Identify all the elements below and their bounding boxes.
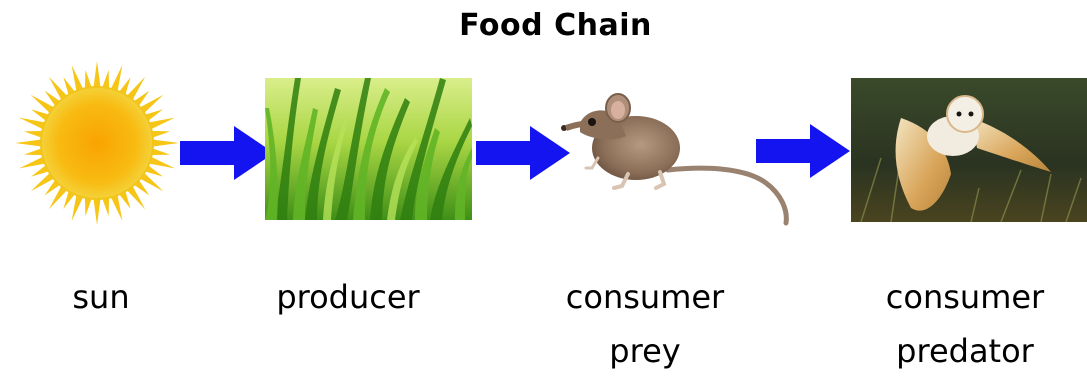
producer-label: producer bbox=[268, 270, 428, 324]
grass-image bbox=[265, 78, 472, 220]
label-line: predator bbox=[880, 324, 1050, 378]
sun-ray bbox=[93, 61, 101, 89]
sun-ray bbox=[93, 197, 101, 225]
label-line: sun bbox=[56, 270, 146, 324]
label-line: consumer bbox=[560, 270, 730, 324]
label-line: producer bbox=[268, 270, 428, 324]
diagram-title: Food Chain bbox=[0, 8, 1087, 43]
right-arrow-icon bbox=[180, 124, 276, 182]
sun-label: sun bbox=[56, 270, 146, 324]
label-line: consumer bbox=[880, 270, 1050, 324]
consumer-predator-label: consumer predator bbox=[880, 270, 1050, 378]
label-line: prey bbox=[560, 324, 730, 378]
sun-image bbox=[14, 60, 180, 226]
consumer-prey-label: consumer prey bbox=[560, 270, 730, 378]
right-arrow-icon bbox=[756, 122, 852, 180]
barn-owl-image bbox=[851, 78, 1087, 222]
sun-ray bbox=[151, 139, 179, 147]
sun-ray bbox=[15, 139, 43, 147]
